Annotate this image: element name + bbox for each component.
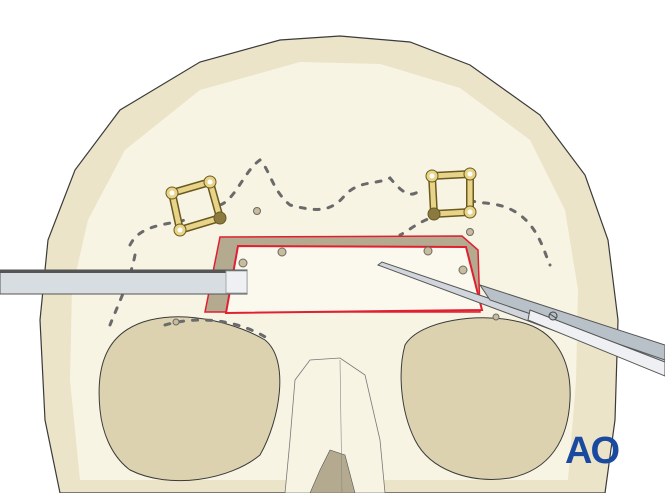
orbit-right [400,317,571,480]
retractor-instrument [0,269,248,295]
orbit-left [98,316,281,482]
nasal-bone [284,357,386,493]
plate-left [165,175,227,237]
bone-flap [204,235,484,315]
skull [39,35,619,493]
scissors-instrument [376,261,665,377]
ao-logo: AO [565,430,620,472]
plate-right [425,167,477,221]
burr-holes [172,207,500,326]
